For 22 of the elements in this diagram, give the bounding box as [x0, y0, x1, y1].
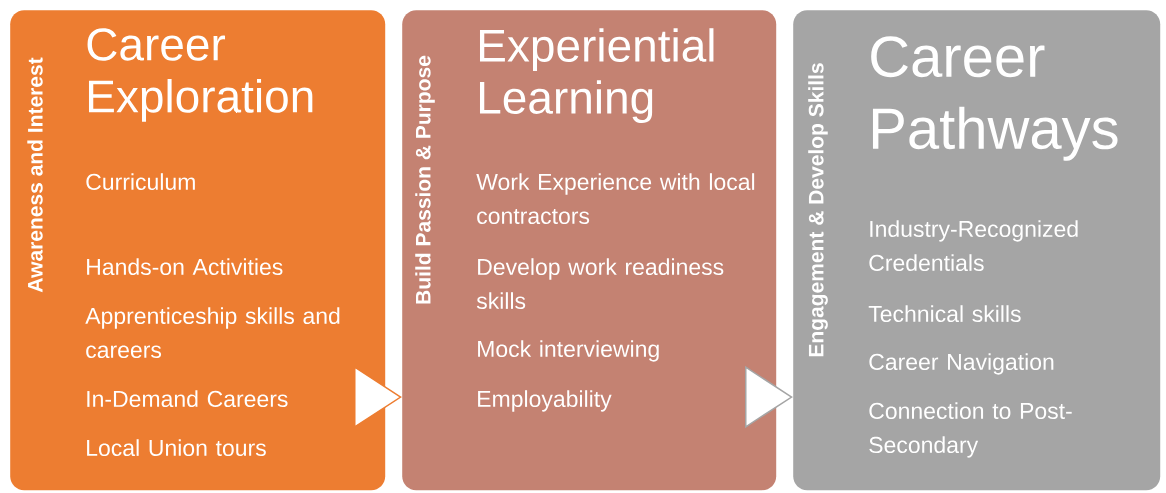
panel [402, 10, 777, 491]
panel [793, 10, 1161, 491]
side-label: Awareness and Interest [27, 57, 43, 293]
panel-title: Experiential Learning [480, 28, 714, 124]
list-item: Local Union tours [87, 439, 266, 457]
list-item: Industry-Recognized Credentials [869, 220, 1078, 272]
side-label: Engagement & Develop Skills [808, 63, 828, 357]
list-item: Apprenticeship skills and careers [85, 307, 340, 359]
list-item: Career Navigation [869, 353, 1054, 375]
list-item: Curriculum [86, 173, 195, 191]
side-label: Build Passion & Purpose [415, 55, 435, 304]
panel [10, 10, 386, 491]
panel-title: Career Exploration [87, 28, 313, 122]
list-item: Technical skills [868, 305, 1021, 323]
list-item: Employability [478, 390, 612, 412]
list-item: In-Demand Careers [87, 390, 288, 408]
list-item: Work Experience with local contractors [476, 173, 755, 225]
list-item: Connection to Post-Secondary [869, 402, 1072, 458]
list-item: Develop work readiness skills [476, 258, 724, 310]
list-item: Mock interviewing [478, 340, 659, 362]
list-item: Hands-on Activities [87, 258, 283, 276]
panel-title: Career Pathways [871, 36, 1118, 161]
